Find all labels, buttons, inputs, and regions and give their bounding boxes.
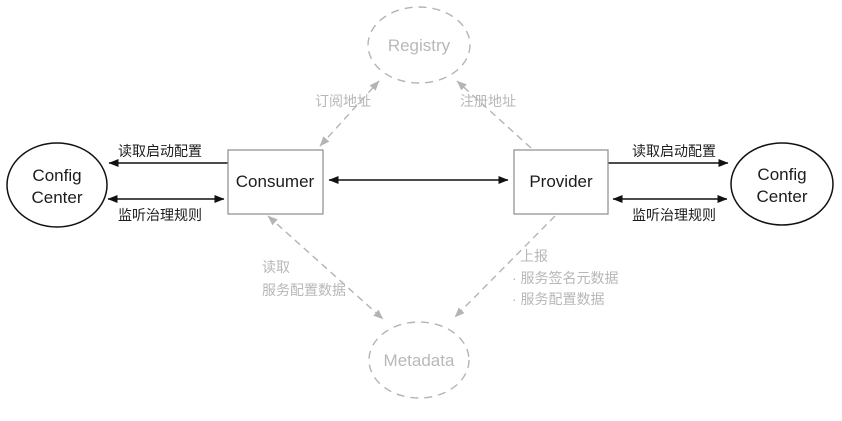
registry-label: Registry: [388, 36, 451, 55]
provider-label: Provider: [529, 172, 593, 191]
registry-node: [367, 6, 471, 84]
report-metadata-label-line3: · 服务配置数据: [512, 291, 605, 307]
config-center-left-label-line2: Center: [31, 188, 82, 207]
read-startup-config-right-label: 读取启动配置: [632, 143, 716, 159]
listen-governance-rules-right-label: 监听治理规则: [632, 207, 716, 223]
config-center-left-node: [6, 142, 108, 228]
report-metadata-label-line2: · 服务签名元数据: [512, 270, 619, 286]
provider-registry-arrow: [456, 80, 532, 149]
config-center-left-label-line1: Config: [32, 166, 81, 185]
read-metadata-label-line1: 读取: [262, 259, 290, 275]
read-startup-config-left-label: 读取启动配置: [118, 143, 202, 159]
report-metadata-label-line1: 上报: [520, 248, 548, 264]
consumer-node: [227, 149, 324, 215]
register-address-label: 注册地址: [460, 93, 516, 109]
subscribe-address-label: 订阅地址: [315, 93, 371, 109]
listen-governance-rules-left-label: 监听治理规则: [118, 207, 202, 223]
consumer-label: Consumer: [236, 172, 315, 191]
config-center-right-node: [730, 142, 834, 226]
metadata-label: Metadata: [384, 351, 455, 370]
consumer-registry-arrow: [319, 80, 380, 147]
metadata-node: [368, 321, 470, 399]
consumer-metadata-arrow: [267, 215, 384, 320]
provider-node: [513, 149, 609, 215]
config-center-right-label-line1: Config: [757, 165, 806, 184]
config-center-right-label-line2: Center: [756, 187, 807, 206]
read-metadata-label-line2: 服务配置数据: [262, 282, 346, 298]
